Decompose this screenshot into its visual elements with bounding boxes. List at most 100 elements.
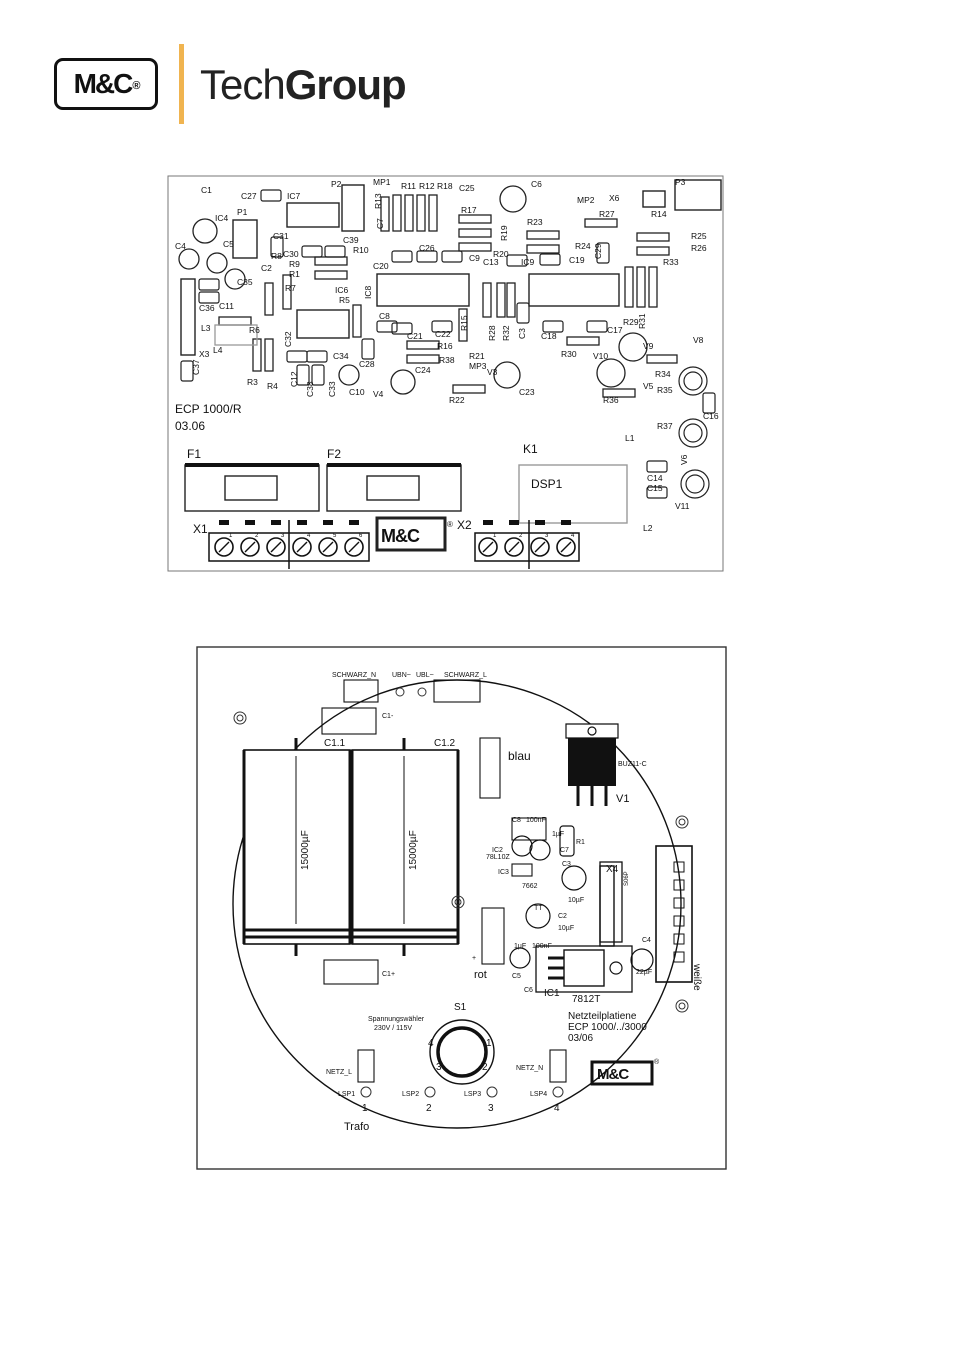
component-label-c21: C21 bbox=[407, 331, 423, 341]
component-label-c25: C25 bbox=[459, 183, 475, 193]
component-label-c16: C16 bbox=[703, 411, 719, 421]
label-lsp-num-1: 1 bbox=[362, 1103, 368, 1114]
component-label-ic6: IC6 bbox=[335, 285, 349, 295]
label-c1-minus: C1- bbox=[382, 713, 394, 720]
component-label-c11: C11 bbox=[219, 301, 234, 311]
component-label-r18: R18 bbox=[437, 181, 453, 191]
component-label-r15: R15 bbox=[459, 315, 469, 331]
component-label-r23: R23 bbox=[527, 217, 543, 227]
label-c8: C8 bbox=[512, 817, 521, 824]
label-c3-value: 10µF bbox=[568, 897, 584, 904]
component-label-l4: L4 bbox=[213, 345, 223, 355]
component-label-v10: V10 bbox=[593, 351, 608, 361]
x2-pin-4: 4 bbox=[571, 533, 575, 539]
label-selector-value: 230V / 115V bbox=[374, 1025, 412, 1032]
component-label-c9: C9 bbox=[469, 253, 480, 263]
component-label-c23: C23 bbox=[519, 387, 535, 397]
label-trafo: Trafo bbox=[344, 1121, 369, 1133]
component-label-c22: C22 bbox=[435, 329, 451, 339]
label-c8-value: 100nF bbox=[526, 817, 546, 824]
component-label-p2: P2 bbox=[331, 179, 342, 189]
component-label-v5: V5 bbox=[643, 381, 654, 391]
component-label-c34: C34 bbox=[333, 351, 349, 361]
component-label-v3: V3 bbox=[487, 367, 498, 377]
component-label-c17: C17 bbox=[607, 325, 623, 335]
label-r1: R1 bbox=[576, 839, 585, 846]
component-label-c2: C2 bbox=[261, 263, 272, 273]
label-c1-1-value: 15000µF bbox=[300, 830, 311, 870]
label-c6-value: 100nF bbox=[532, 943, 552, 950]
component-label-r14: R14 bbox=[651, 209, 667, 219]
label-s1: S1 bbox=[454, 1002, 467, 1013]
component-label-c8: C8 bbox=[379, 311, 390, 321]
component-label-c18: C18 bbox=[541, 331, 557, 341]
component-label-c1: C1 bbox=[201, 185, 212, 195]
component-label-r34: R34 bbox=[655, 369, 671, 379]
component-label-r11: R11 bbox=[401, 181, 416, 191]
terminal-label-x2: X2 bbox=[457, 518, 472, 532]
component-label-r21: R21 bbox=[469, 351, 485, 361]
component-label-r29: R29 bbox=[623, 317, 639, 327]
label-lsp3: LSP3 bbox=[464, 1091, 481, 1098]
logo-text: M&C bbox=[73, 68, 134, 99]
label-ic3-value: 7662 bbox=[522, 883, 538, 890]
component-label-ic4: IC4 bbox=[215, 213, 229, 223]
component-label-r28: R28 bbox=[487, 325, 497, 341]
label-sel-pos-1: 1 bbox=[486, 1038, 492, 1049]
label-v1: V1 bbox=[616, 793, 629, 805]
component-label-x3: X3 bbox=[199, 349, 210, 359]
component-label-ic7: IC7 bbox=[287, 191, 301, 201]
pcb2-logo-reg: ® bbox=[654, 1058, 660, 1066]
label-lsp2: LSP2 bbox=[402, 1091, 419, 1098]
component-label-r38: R38 bbox=[439, 355, 455, 365]
component-label-v9: V9 bbox=[643, 341, 654, 351]
component-label-r26: R26 bbox=[691, 243, 707, 253]
component-label-r9: R9 bbox=[289, 259, 300, 269]
label-sel-pos-3: 3 bbox=[436, 1062, 442, 1073]
label-board-title: Netzteilplatiene bbox=[568, 1011, 637, 1022]
component-label-x6: X6 bbox=[609, 193, 620, 203]
component-label-r4: R4 bbox=[267, 381, 278, 391]
component-label-c26: C26 bbox=[419, 243, 435, 253]
component-label-r27: R27 bbox=[599, 209, 615, 219]
label-c5: C5 bbox=[512, 973, 521, 980]
component-label-v6: V6 bbox=[679, 454, 689, 465]
brand-bold: Group bbox=[284, 61, 407, 108]
label-schwarz-n: SCHWARZ_N bbox=[332, 672, 376, 679]
component-label-c37: C37 bbox=[191, 359, 201, 375]
component-label-mp3: MP3 bbox=[469, 361, 487, 371]
component-label-c13: C13 bbox=[483, 257, 499, 267]
component-label-v11: V11 bbox=[675, 501, 690, 511]
component-label-c10: C10 bbox=[349, 387, 365, 397]
logo-registered: ® bbox=[132, 79, 140, 92]
label-c7: C7 bbox=[560, 847, 569, 854]
component-label-c28: C28 bbox=[359, 359, 375, 369]
component-label-mp1: MP1 bbox=[373, 177, 391, 187]
label-weisse: weiße bbox=[691, 963, 702, 991]
component-label-c12: C12 bbox=[289, 371, 299, 387]
label-selector: Spannungswähler bbox=[368, 1016, 425, 1023]
label-rot: rot bbox=[474, 969, 487, 981]
label-c3: C3 bbox=[562, 861, 571, 868]
x1-pin-3: 3 bbox=[281, 533, 285, 539]
label-c1-2: C1.2 bbox=[434, 738, 456, 749]
component-label-r20: R20 bbox=[493, 249, 509, 259]
component-label-r36: R36 bbox=[603, 395, 619, 405]
component-label-ic9: IC9 bbox=[521, 257, 535, 267]
label-c7-value: 1µF bbox=[552, 831, 564, 838]
label-board-name: ECP 1000/../3000 bbox=[568, 1022, 647, 1033]
component-label-l2: L2 bbox=[643, 523, 653, 533]
component-label-v4: V4 bbox=[373, 389, 384, 399]
component-label-r10: R10 bbox=[353, 245, 369, 255]
component-label-c5: C5 bbox=[223, 239, 234, 249]
label-ic2: IC2 bbox=[492, 847, 503, 854]
label-ubn: UBN~ bbox=[392, 672, 411, 679]
component-label-r1: R1 bbox=[289, 269, 300, 279]
x1-pin-6: 6 bbox=[359, 533, 363, 539]
label-c5-value: 1µF bbox=[514, 943, 526, 950]
component-label-r35: R35 bbox=[657, 385, 673, 395]
component-label-v8: V8 bbox=[693, 335, 704, 345]
label-lsp1: LSP1 bbox=[338, 1091, 355, 1098]
label-lsp-num-3: 3 bbox=[488, 1103, 494, 1114]
